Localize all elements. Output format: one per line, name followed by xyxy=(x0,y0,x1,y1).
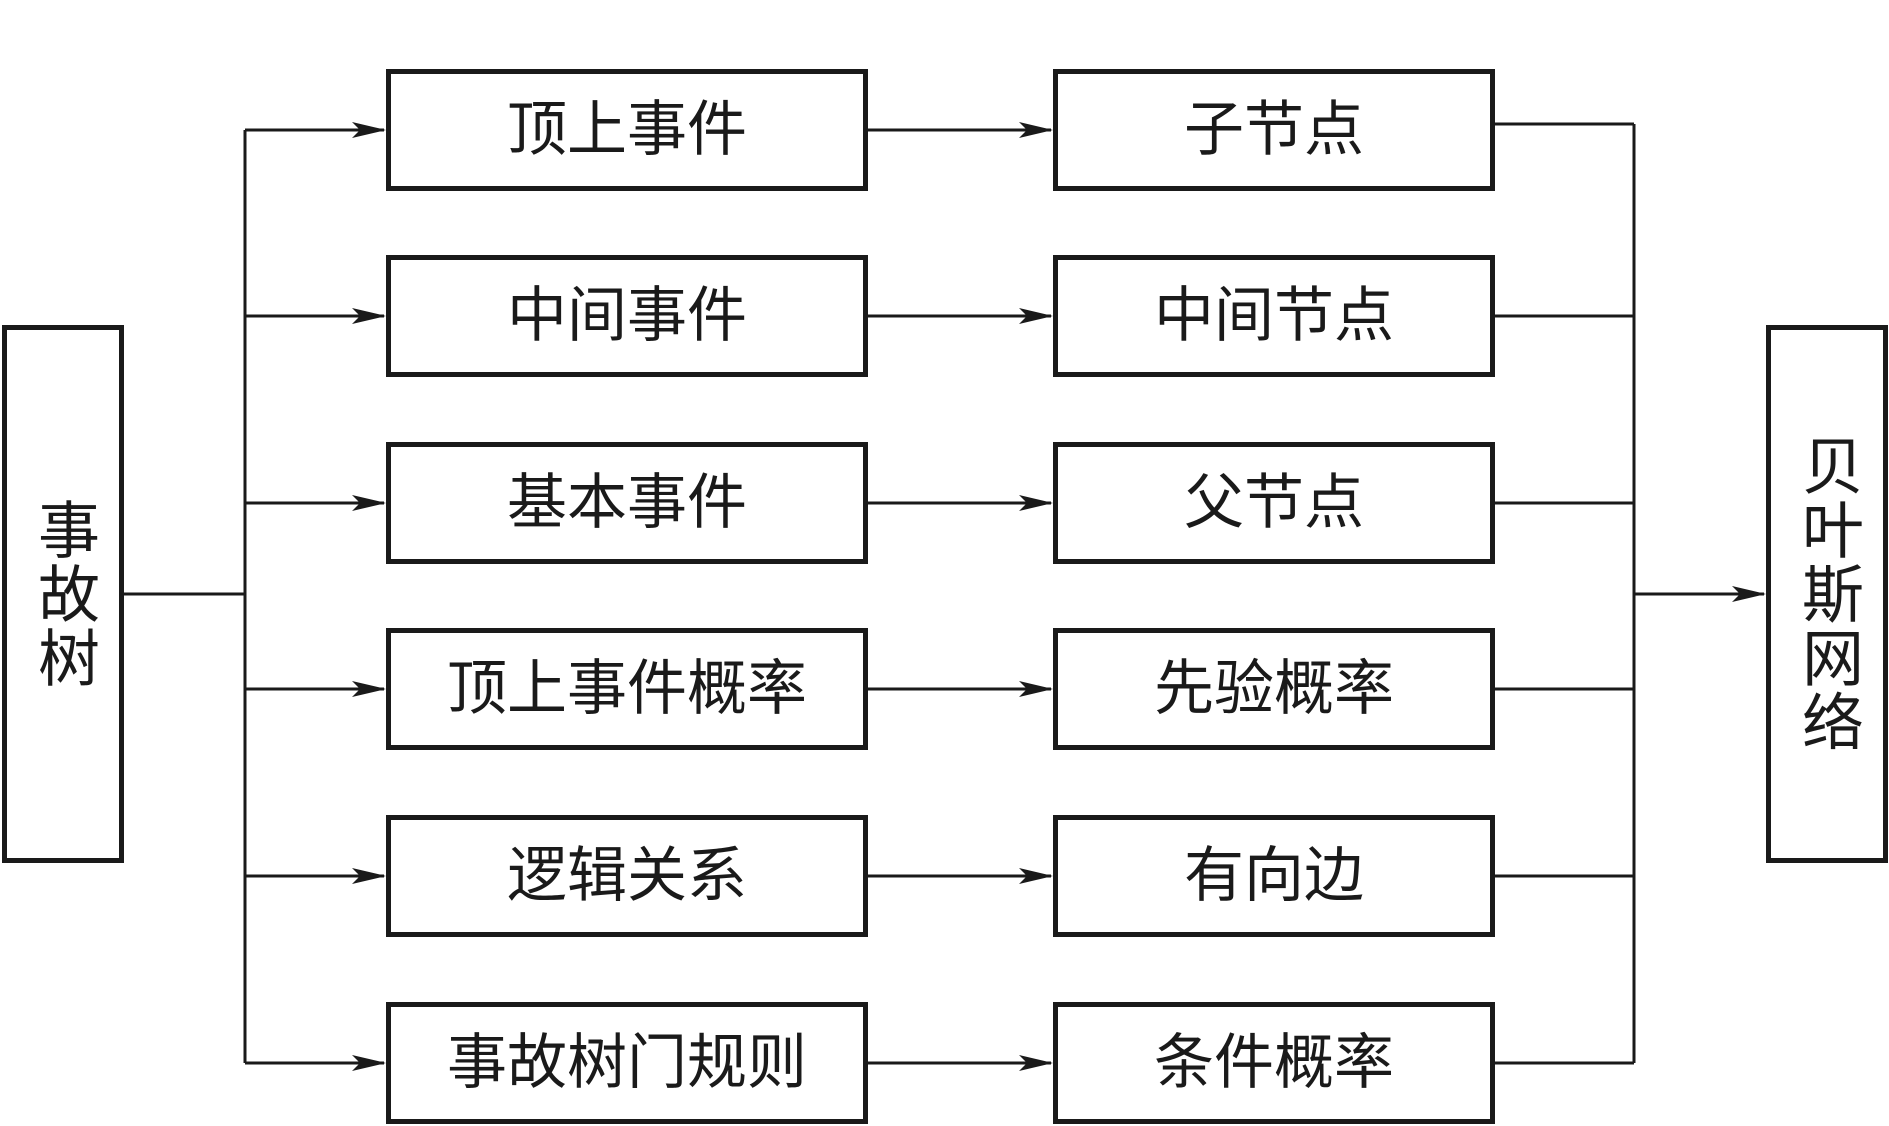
fault-tree-box-basic-event: 基本事件 xyxy=(386,442,868,564)
source-box-fault-tree: 事故树 xyxy=(2,325,124,863)
arrowhead-mapping xyxy=(1019,122,1053,138)
arrowhead-mapping xyxy=(1019,681,1053,697)
bayesian-label: 子节点 xyxy=(1184,95,1364,165)
fault-tree-box-top-event: 顶上事件 xyxy=(386,69,868,191)
bayesian-box-directed-edge: 有向边 xyxy=(1053,815,1495,937)
arrowhead-left-branch xyxy=(352,308,386,324)
source-label: 事故树 xyxy=(27,498,100,690)
bayesian-box-intermediate-node: 中间节点 xyxy=(1053,255,1495,377)
arrowhead-left-branch xyxy=(352,868,386,884)
fault-tree-label: 基本事件 xyxy=(507,468,747,538)
arrowhead-left-branch xyxy=(352,122,386,138)
bayesian-box-conditional-probability: 条件概率 xyxy=(1053,1002,1495,1124)
arrowhead-target xyxy=(1732,586,1766,602)
fault-tree-box-top-event-probability: 顶上事件概率 xyxy=(386,628,868,750)
fault-tree-box-intermediate-event: 中间事件 xyxy=(386,255,868,377)
fault-tree-label: 顶上事件 xyxy=(507,95,747,165)
bayesian-box-prior-probability: 先验概率 xyxy=(1053,628,1495,750)
target-label: 贝叶斯网络 xyxy=(1791,434,1864,754)
arrowhead-left-branch xyxy=(352,681,386,697)
arrowhead-mapping xyxy=(1019,1055,1053,1071)
fault-tree-box-logic-relation: 逻辑关系 xyxy=(386,815,868,937)
fault-tree-label: 逻辑关系 xyxy=(507,841,747,911)
arrowhead-mapping xyxy=(1019,868,1053,884)
bayesian-label: 父节点 xyxy=(1184,468,1364,538)
arrowhead-left-branch xyxy=(352,495,386,511)
arrowhead-left-branch xyxy=(352,1055,386,1071)
arrowhead-mapping xyxy=(1019,495,1053,511)
bayesian-label: 中间节点 xyxy=(1154,281,1394,351)
bayesian-box-child-node: 子节点 xyxy=(1053,69,1495,191)
bayesian-box-parent-node: 父节点 xyxy=(1053,442,1495,564)
bayesian-label: 先验概率 xyxy=(1154,654,1394,724)
bayesian-label: 有向边 xyxy=(1184,841,1364,911)
fault-tree-box-gate-rule: 事故树门规则 xyxy=(386,1002,868,1124)
fault-tree-label: 事故树门规则 xyxy=(447,1028,807,1098)
target-box-bayesian-network: 贝叶斯网络 xyxy=(1766,325,1888,863)
arrowhead-mapping xyxy=(1019,308,1053,324)
fault-tree-label: 中间事件 xyxy=(507,281,747,351)
bayesian-label: 条件概率 xyxy=(1154,1028,1394,1098)
fault-tree-label: 顶上事件概率 xyxy=(447,654,807,724)
